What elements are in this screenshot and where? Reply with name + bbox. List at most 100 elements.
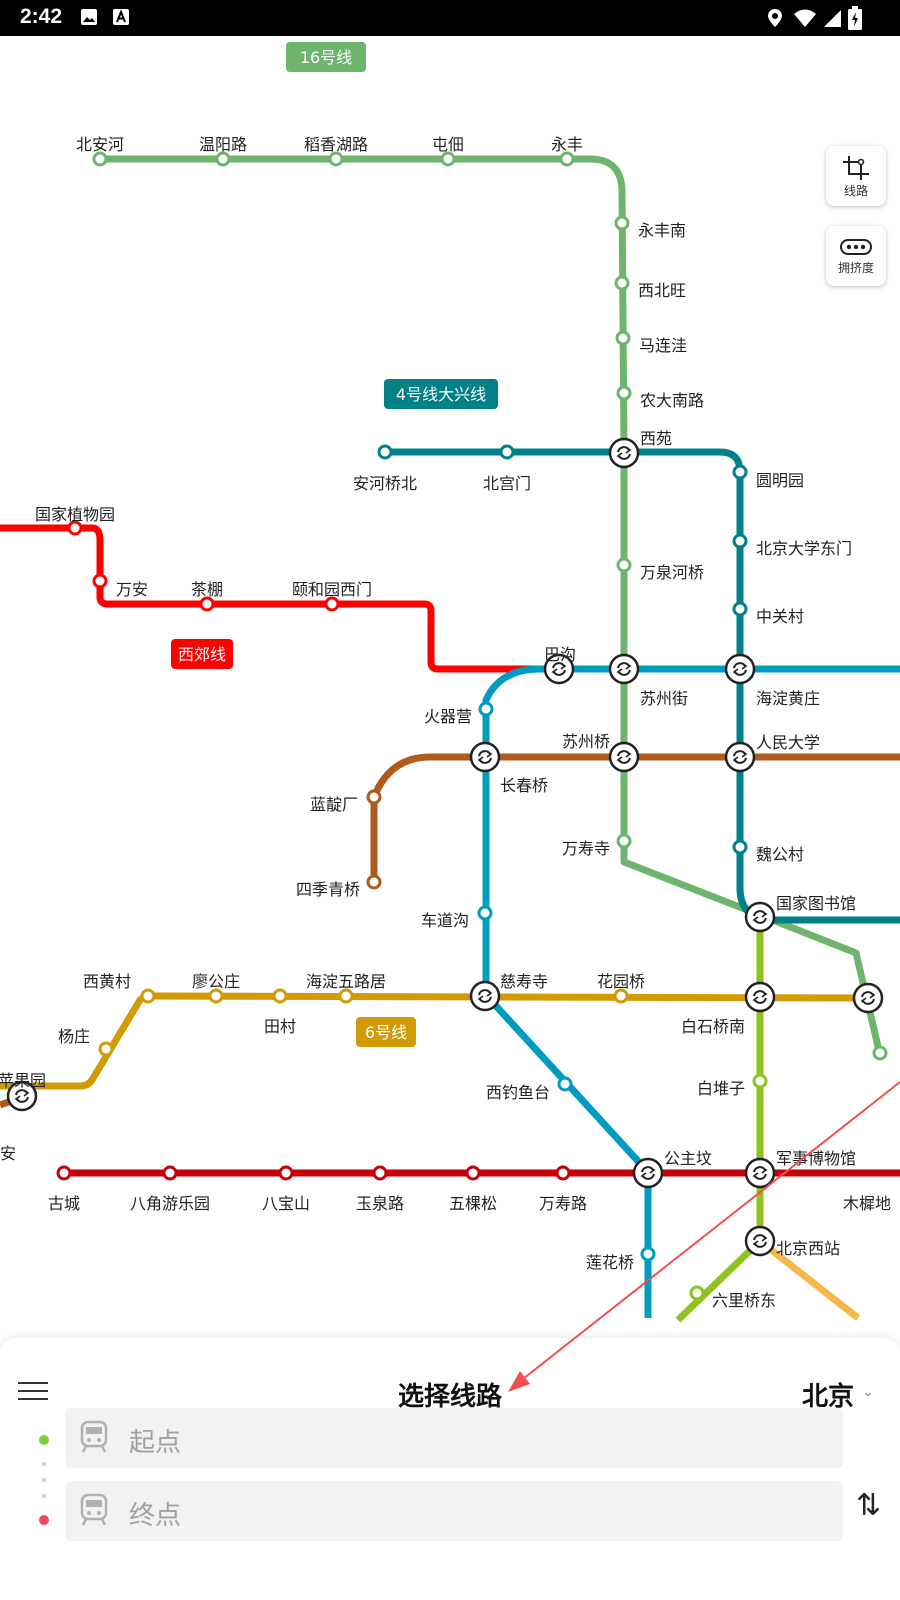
station-label-xiyuan[interactable]: 西苑 [640,429,672,448]
station-label-nongdananlu[interactable]: 农大南路 [640,391,704,410]
station-label-yiheyuanximen[interactable]: 颐和园西门 [292,580,372,599]
station-label-baiduizi[interactable]: 白堆子 [697,1079,745,1098]
city-selector[interactable]: 北京 [802,1382,855,1412]
station-label-chapeng[interactable]: 茶棚 [191,580,223,599]
station-marker-wanquanheqiao[interactable] [616,557,632,573]
station-label-landianchang[interactable]: 蓝靛厂 [310,795,358,814]
station-label-yuquanlu[interactable]: 玉泉路 [356,1194,404,1213]
station-marker-gucheng[interactable] [56,1165,72,1181]
station-label-beianhe[interactable]: 北安河 [76,135,124,154]
station-label-weigongcun[interactable]: 魏公村 [756,845,804,864]
transfer-station-marker[interactable] [543,653,575,685]
metro-line-line12[interactable] [370,753,900,882]
station-marker-xihuangcun[interactable] [140,988,156,1004]
station-marker-malianwa[interactable] [615,330,631,346]
line-badge-line4[interactable] [384,379,498,409]
metro-line-xijiao[interactable] [0,524,559,673]
station-label-huoqiying[interactable]: 火器营 [424,707,472,726]
station-marker-huoqiying[interactable] [478,701,494,717]
crowding-button[interactable]: 拥挤度 [826,226,886,286]
station-marker-baiduizi[interactable] [752,1073,768,1089]
station-label-cishousi[interactable]: 慈寿寺 [500,972,548,991]
station-label-wukesong[interactable]: 五棵松 [449,1194,497,1213]
station-label-yangzhuang[interactable]: 杨庄 [58,1027,90,1046]
station-marker-wanan[interactable] [92,573,108,589]
transfer-station-marker[interactable] [632,1157,664,1189]
station-label-haidianhuangzhuang[interactable]: 海淀黄庄 [756,689,820,708]
station-marker-anheqiaobei[interactable] [377,444,393,460]
station-label-bajiaoyouleyuan[interactable]: 八角游乐园 [130,1194,210,1213]
metro-line-line10[interactable] [482,665,900,1318]
metro-line-line4[interactable] [385,448,900,924]
station-label-anheqiaobei[interactable]: 安河桥北 [353,474,417,493]
transfer-station-marker[interactable] [744,1225,776,1257]
station-label-wanan[interactable]: 万安 [116,580,148,599]
transfer-station-marker[interactable] [724,653,756,685]
station-marker-yuquanlu[interactable] [372,1165,388,1181]
station-label-chedaogou[interactable]: 车道沟 [421,911,469,930]
station-label-suzhoujie[interactable]: 苏州街 [640,689,688,708]
station-label-muxidi[interactable]: 木樨地 [843,1194,891,1213]
station-marker-lianhuaqiao[interactable] [640,1246,656,1262]
station-marker-wanshoulu[interactable] [555,1165,571,1181]
station-marker-zhongguancun[interactable] [732,601,748,617]
chevron-down-icon[interactable]: ⌄ [862,1384,874,1400]
station-marker-babaoshan[interactable] [278,1165,294,1181]
station-marker-xibeiwang[interactable] [614,275,630,291]
station-label-baishiqiaonan[interactable]: 白石桥南 [681,1017,745,1036]
station-label-wanquanheqiao[interactable]: 万泉河桥 [640,563,704,582]
metro-line-line16[interactable] [100,155,884,1056]
station-marker-yangzhuang[interactable] [98,1041,114,1057]
start-station-field[interactable]: 起点 [65,1408,843,1468]
station-marker-yiheyuanximen[interactable] [324,596,340,612]
end-station-field[interactable]: 终点 [65,1481,843,1541]
station-marker-yongfengnan[interactable] [614,215,630,231]
station-label-xidiaoyutai[interactable]: 西钓鱼台 [486,1083,550,1102]
station-label-zhongguancun[interactable]: 中关村 [756,607,804,626]
station-label-wenyanglu[interactable]: 温阳路 [199,135,247,154]
station-label-guojiatushuguan[interactable]: 国家图书馆 [776,894,856,913]
station-label-lianhuaqiao[interactable]: 莲花桥 [586,1253,634,1272]
station-marker-weigongcun[interactable] [732,839,748,855]
station-label-beijingxizhan[interactable]: 北京西站 [776,1239,840,1258]
station-label-liaogongzhuang[interactable]: 廖公庄 [192,972,240,991]
station-label-an[interactable]: 安 [0,1144,16,1163]
station-label-gucheng[interactable]: 古城 [48,1194,80,1213]
station-label-tiancun[interactable]: 田村 [264,1017,296,1036]
transfer-station-marker[interactable] [852,982,884,1014]
station-label-daoxianghulu[interactable]: 稻香湖路 [304,135,368,154]
station-label-huayuanqiao[interactable]: 花园桥 [597,972,645,991]
station-label-guojiazhiwuyuan[interactable]: 国家植物园 [35,505,115,524]
subway-map[interactable]: 北安河温阳路稻香湖路屯佃永丰永丰南西北旺马连洼农大南路西苑安河桥北北宫门圆明园北… [0,36,900,1336]
menu-icon[interactable] [18,1382,48,1404]
transfer-station-marker[interactable] [608,437,640,469]
station-label-suzhouqiao[interactable]: 苏州桥 [562,732,610,751]
station-label-haidianwulu[interactable]: 海淀五路居 [306,972,386,991]
metro-line-line6[interactable] [0,992,869,1090]
station-marker-guojiazhiwuyuan[interactable] [67,520,83,536]
transfer-station-marker[interactable] [469,741,501,773]
lines-button[interactable]: 线路 [826,146,886,206]
station-marker-tundian[interactable] [440,151,456,167]
station-label-pingguoyuan[interactable]: 苹果园 [0,1071,46,1090]
station-marker-huayuanqiao[interactable] [613,988,629,1004]
station-label-changchunqiao[interactable]: 长春桥 [500,776,548,795]
station-label-yongfengnan[interactable]: 永丰南 [638,221,686,240]
transfer-station-marker[interactable] [6,1080,38,1112]
station-marker-sijiqingqiao[interactable] [366,874,382,890]
station-marker-wukesong[interactable] [465,1165,481,1181]
line-badge-line6[interactable] [356,1017,416,1047]
station-label-wanshousi[interactable]: 万寿寺 [562,839,610,858]
station-marker-yongfeng[interactable] [559,151,575,167]
station-label-malianwa[interactable]: 马连洼 [639,336,687,355]
station-marker-wenyanglu[interactable] [215,151,231,167]
line-badge-xijiao[interactable] [171,639,233,669]
station-label-tundian[interactable]: 屯佃 [432,135,464,154]
transfer-station-marker[interactable] [744,981,776,1013]
swap-icon[interactable]: ⇅ [856,1488,882,1523]
station-label-yuanmingyuan[interactable]: 圆明园 [756,471,804,490]
transfer-station-marker[interactable] [724,741,756,773]
station-marker-liaogongzhuang[interactable] [208,988,224,1004]
station-label-sijiqingqiao[interactable]: 四季青桥 [296,880,360,899]
transfer-station-marker[interactable] [608,653,640,685]
